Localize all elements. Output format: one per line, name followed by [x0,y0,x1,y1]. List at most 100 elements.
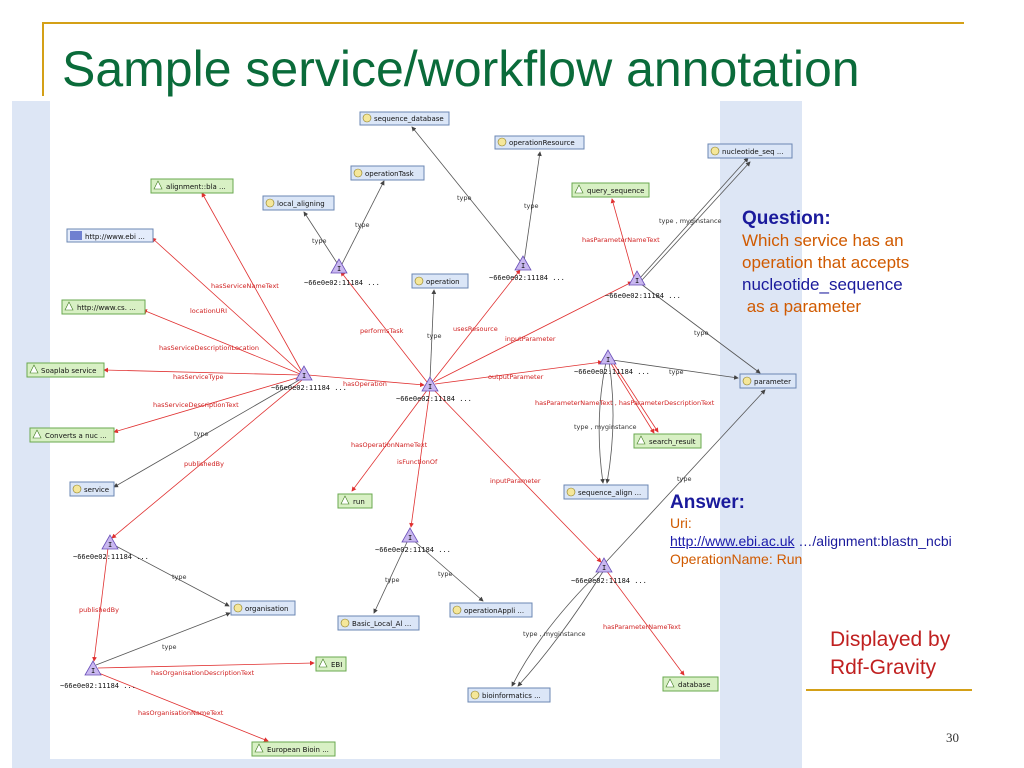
svg-text:operationTask: operationTask [365,170,415,178]
node-http-cs[interactable]: http://www.cs. ... [61,299,146,315]
edge-label-type: type [172,573,187,581]
edge-label-type: type [524,202,539,210]
svg-text:operationAppli ...: operationAppli ... [464,607,524,615]
instance-node[interactable]: I ~66e0e02:11184 ... [574,349,650,376]
node-ebi[interactable]: EBI [315,656,347,672]
node-operation[interactable]: operation [411,273,469,289]
node-european[interactable]: European Bioin ... [251,741,336,757]
node-http-ebi[interactable]: http://www.ebi ... [66,228,154,243]
edge-r-publishedby [92,547,109,662]
edge-label-isfunctionof: isFunctionOf [397,458,438,466]
edge-t-european [95,671,269,742]
svg-text:operation: operation [426,278,460,286]
edge-q-parameter [605,389,766,563]
node-operation-appli[interactable]: operationAppli ... [449,602,533,618]
svg-text:sequence_database: sequence_database [374,115,444,123]
instance-node[interactable]: I ~66e0e02:11184 ... [304,258,380,287]
edge-label-hasservicedescriptionlocation: hasServiceDescriptionLocation [159,344,259,352]
node-parameter[interactable]: parameter [739,373,797,389]
edge-label-type-myginstance: type , myginstance [523,630,586,638]
answer-operation-name: OperationName: Run [670,551,803,567]
svg-text:sequence_align ...: sequence_align ... [578,489,641,497]
question-line: as a parameter [742,297,862,316]
svg-text:local_aligning: local_aligning [277,200,325,208]
edge-s-published [111,379,303,539]
node-alignment-bla[interactable]: alignment::bla ... [150,178,234,194]
edge-label-type-myginstance: type , myginstance [659,217,722,225]
node-basic-local[interactable]: Basic_Local_Al ... [337,615,420,631]
credit-line-2: Rdf-Gravity [830,656,937,679]
edge-o-inputparameter [433,281,633,383]
svg-text:Basic_Local_Al ...: Basic_Local_Al ... [352,620,411,628]
edge-label-outputparameter: outputParameter [488,373,544,381]
credit-underline [806,689,972,691]
instance-node[interactable]: I~66e0e02:11184 ... [375,527,451,554]
node-converts[interactable]: Converts a nuc ... [29,427,115,443]
svg-text:I: I [337,265,341,273]
instance-label: ~66e0e02:11184 ... [574,368,650,376]
instance-node[interactable]: I~66e0e02:11184 ... [271,365,347,392]
edge-s-hasoperation [307,374,425,388]
node-soaplab-service[interactable]: Soaplab service [26,362,105,378]
edge-p-seqalign-2 [605,361,614,484]
svg-text:I: I [602,564,606,572]
instance-label: ~66e0e02:11184 ... [489,274,565,282]
edge-s-converts [113,376,301,434]
answer-uri-link[interactable]: http://www.ebi.ac.uk [670,533,795,549]
instance-node[interactable]: I~66e0e02:11184 ... [60,660,136,690]
instance-node[interactable]: I~66e0e02:11184 ... [73,534,149,561]
node-operation-task[interactable]: operationTask [350,165,425,181]
node-database[interactable]: database [662,676,719,692]
node-query-sequence[interactable]: query_sequence [571,182,650,198]
node-local-aligning[interactable]: local_aligning [262,195,335,211]
question-box: Question: Which service has an operation… [742,208,1002,318]
svg-text:I: I [408,534,412,542]
edge-s-http-cs [142,309,301,375]
edge-s-service [113,378,302,488]
edge-label-inputparameter: inputParameter [490,477,541,485]
svg-text:parameter: parameter [754,378,791,386]
slide-title: Sample service/workflow annotation [62,41,860,97]
question-heading: Question: [742,208,831,229]
edge-o-performstask [340,271,428,383]
node-operation-resource[interactable]: operationResource [494,135,585,150]
edge-t-ebi [97,660,315,669]
edge-o-run [351,388,429,492]
edge-q-bio-2 [517,569,605,687]
svg-text:Soaplab service: Soaplab service [41,367,96,375]
rdf-graph-canvas [50,101,720,759]
node-sequence-database[interactable]: sequence_database [359,111,450,126]
svg-text:I: I [91,667,95,675]
edge-o-usesresource [431,269,521,383]
edge-o-operation [429,289,437,381]
instance-node[interactable]: I~66e0e02:11184 ... [396,376,472,403]
node-nucleotide-seq[interactable]: nucleotide_seq ... [707,143,793,159]
instance-node[interactable]: I~66e0e02:11184 ... [571,557,647,585]
svg-text:Converts a nuc ...: Converts a nuc ... [45,432,107,440]
svg-text:I: I [606,356,610,364]
edge-s-alignment [201,192,303,373]
node-search-result[interactable]: search_result [633,433,702,449]
edge-f-basic [373,539,409,614]
svg-text:European Bioin ...: European Bioin ... [267,746,329,754]
edge-c-nucleotide-myg [641,161,751,281]
edge-label-type: type [427,332,442,340]
edge-s-soaplab [103,367,301,376]
edge-f-operationappli [412,539,484,602]
node-service[interactable]: service [69,481,115,497]
edge-label-type: type [312,237,327,245]
node-run[interactable]: run [337,493,373,509]
edge-o-isfunctionof [409,388,431,528]
edge-label-publishedby: publishedBy [79,606,119,614]
node-bioinformatics[interactable]: bioinformatics ... [467,687,551,703]
svg-text:organisation: organisation [245,605,289,613]
instance-node[interactable]: I~66e0e02:11184 ... [489,255,565,282]
instance-node[interactable]: I~66e0e02:11184 ... [605,270,681,300]
credit-text: Displayed by Rdf-Gravity [830,626,950,682]
node-organisation[interactable]: organisation [230,600,296,616]
edge-c-nucleotide-type [639,157,749,279]
node-sequence-align[interactable]: sequence_align ... [563,484,649,500]
instance-label: ~66e0e02:11184 ... [304,279,380,287]
edge-q-database [605,569,685,676]
